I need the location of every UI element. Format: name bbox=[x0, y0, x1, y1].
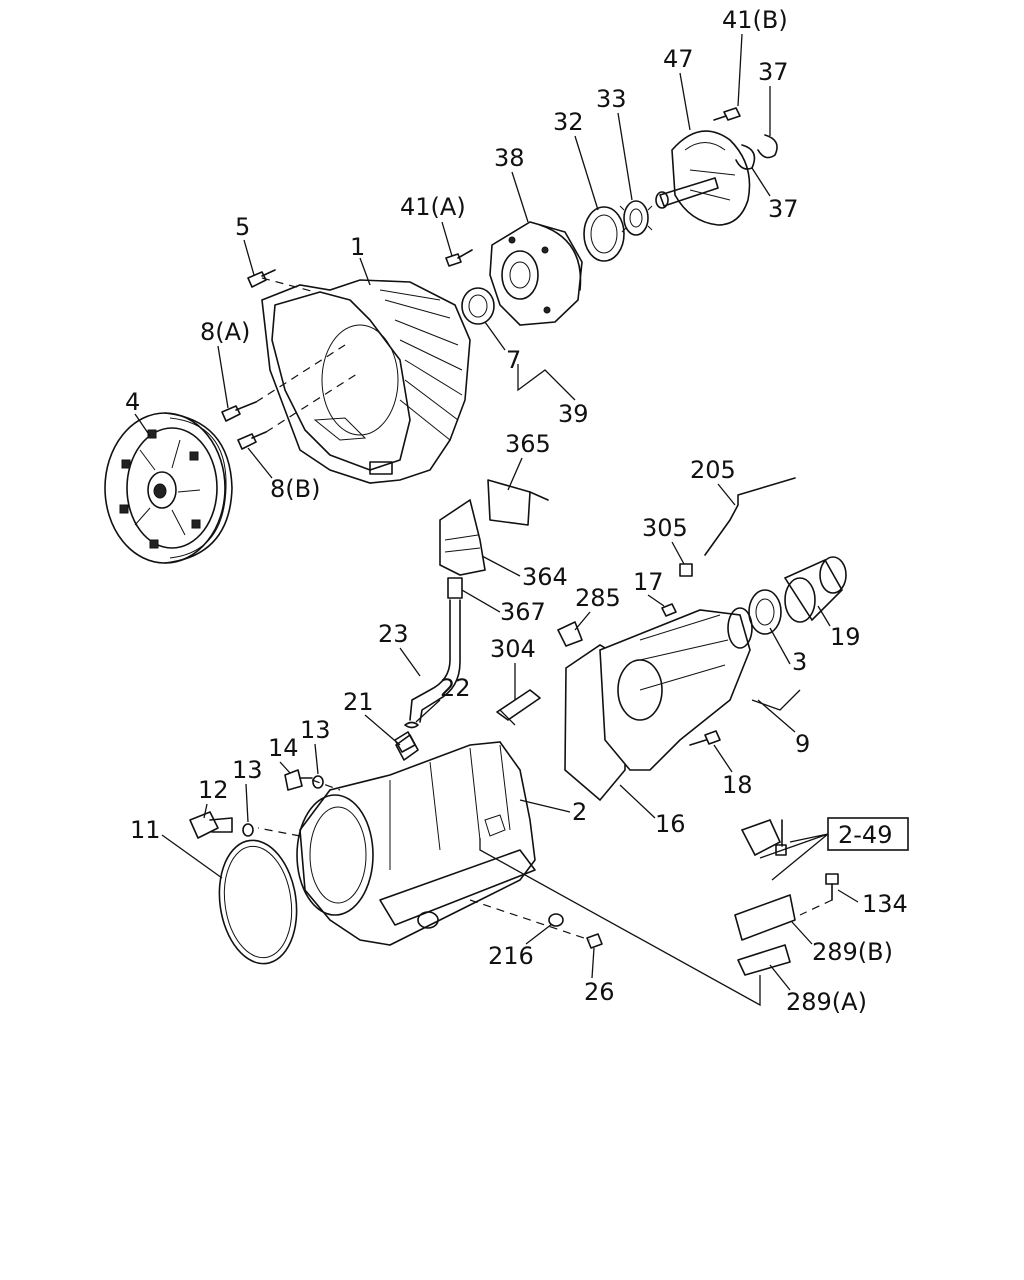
fitting-14 bbox=[284, 769, 313, 791]
callout-289a: 289(A) bbox=[786, 988, 867, 1016]
bracket-289b bbox=[734, 894, 796, 941]
callout-47: 47 bbox=[663, 45, 694, 73]
reference-box: 2-49 bbox=[759, 817, 909, 881]
callout-39: 39 bbox=[558, 400, 589, 428]
seal-7 bbox=[461, 287, 495, 325]
callout-134: 134 bbox=[862, 890, 908, 918]
callout-4: 4 bbox=[125, 388, 140, 416]
callout-37b: 37 bbox=[768, 195, 799, 223]
plug-305 bbox=[679, 563, 693, 577]
fitting-367 bbox=[447, 577, 463, 599]
callout-21: 21 bbox=[343, 688, 374, 716]
bracket-364 bbox=[439, 498, 486, 576]
callout-41a: 41(A) bbox=[400, 193, 466, 221]
bolt-134 bbox=[825, 873, 839, 901]
gear-33 bbox=[619, 200, 653, 236]
bracket-365 bbox=[487, 479, 549, 526]
callout-19: 19 bbox=[830, 623, 861, 651]
clip-304 bbox=[496, 689, 541, 721]
callout-5: 5 bbox=[235, 213, 250, 241]
callout-8b: 8(B) bbox=[270, 475, 320, 503]
clip-22 bbox=[404, 721, 419, 729]
callout-2: 2 bbox=[572, 798, 587, 826]
callout-7: 7 bbox=[506, 346, 521, 374]
transmission-case bbox=[296, 731, 536, 946]
torque-converter bbox=[104, 412, 233, 564]
bearing-3 bbox=[748, 589, 782, 635]
callout-17: 17 bbox=[633, 568, 664, 596]
fitting-12 bbox=[189, 811, 233, 839]
callout-289b: 289(B) bbox=[812, 938, 893, 966]
bolt-41b bbox=[713, 107, 741, 121]
callout-22: 22 bbox=[440, 674, 471, 702]
extension-housing bbox=[564, 607, 753, 802]
speed-sensor bbox=[740, 818, 787, 857]
gear-32 bbox=[583, 206, 625, 262]
leader-lines bbox=[255, 277, 833, 1007]
bolt-8a bbox=[221, 401, 257, 422]
callout-304: 304 bbox=[490, 635, 536, 663]
callout-33: 33 bbox=[596, 85, 627, 113]
washer-13a bbox=[242, 823, 254, 837]
callout-13a: 13 bbox=[232, 756, 263, 784]
breather-21 bbox=[395, 734, 419, 761]
sleeve-19 bbox=[783, 556, 847, 623]
bolt-5 bbox=[247, 269, 276, 288]
callout-32: 32 bbox=[553, 108, 584, 136]
callout-3: 3 bbox=[792, 648, 807, 676]
callout-13b: 13 bbox=[300, 716, 331, 744]
callout-364: 364 bbox=[522, 563, 568, 591]
bolt-17 bbox=[661, 603, 677, 617]
oil-pump bbox=[489, 221, 583, 326]
hose-23 bbox=[409, 599, 461, 723]
callout-23: 23 bbox=[378, 620, 409, 648]
bolt-18 bbox=[689, 730, 721, 746]
callout-11: 11 bbox=[130, 816, 161, 844]
callout-labels: 1 2 3 4 5 7 8(A) 8(B) 9 11 12 13 13 14 1… bbox=[125, 6, 908, 1016]
pump-cover-plate bbox=[655, 130, 751, 226]
callout-8a: 8(A) bbox=[200, 318, 250, 346]
callout-285: 285 bbox=[575, 584, 621, 612]
callout-12: 12 bbox=[198, 776, 229, 804]
o-ring-11 bbox=[218, 839, 298, 965]
callout-216: 216 bbox=[488, 942, 534, 970]
tube-205 bbox=[704, 477, 796, 556]
callout-365: 365 bbox=[505, 430, 551, 458]
callout-16: 16 bbox=[655, 810, 686, 838]
callout-9: 9 bbox=[795, 730, 810, 758]
bolt-26 bbox=[586, 933, 603, 949]
bolt-41a bbox=[445, 249, 473, 267]
clip-285 bbox=[557, 621, 583, 647]
washer-13b bbox=[312, 775, 324, 789]
bracket-289a bbox=[737, 944, 791, 976]
callout-18: 18 bbox=[722, 771, 753, 799]
callout-37a: 37 bbox=[758, 58, 789, 86]
reference-label: 2-49 bbox=[838, 821, 892, 849]
callout-1: 1 bbox=[350, 233, 365, 261]
callout-305: 305 bbox=[642, 514, 688, 542]
washer-216 bbox=[548, 913, 564, 927]
bolt-8b bbox=[237, 431, 267, 450]
callout-26: 26 bbox=[584, 978, 615, 1006]
callout-14: 14 bbox=[268, 734, 299, 762]
callout-38: 38 bbox=[494, 144, 525, 172]
bell-housing bbox=[261, 279, 471, 484]
callout-205: 205 bbox=[690, 456, 736, 484]
callout-41b: 41(B) bbox=[722, 6, 788, 34]
callout-367: 367 bbox=[500, 598, 546, 626]
